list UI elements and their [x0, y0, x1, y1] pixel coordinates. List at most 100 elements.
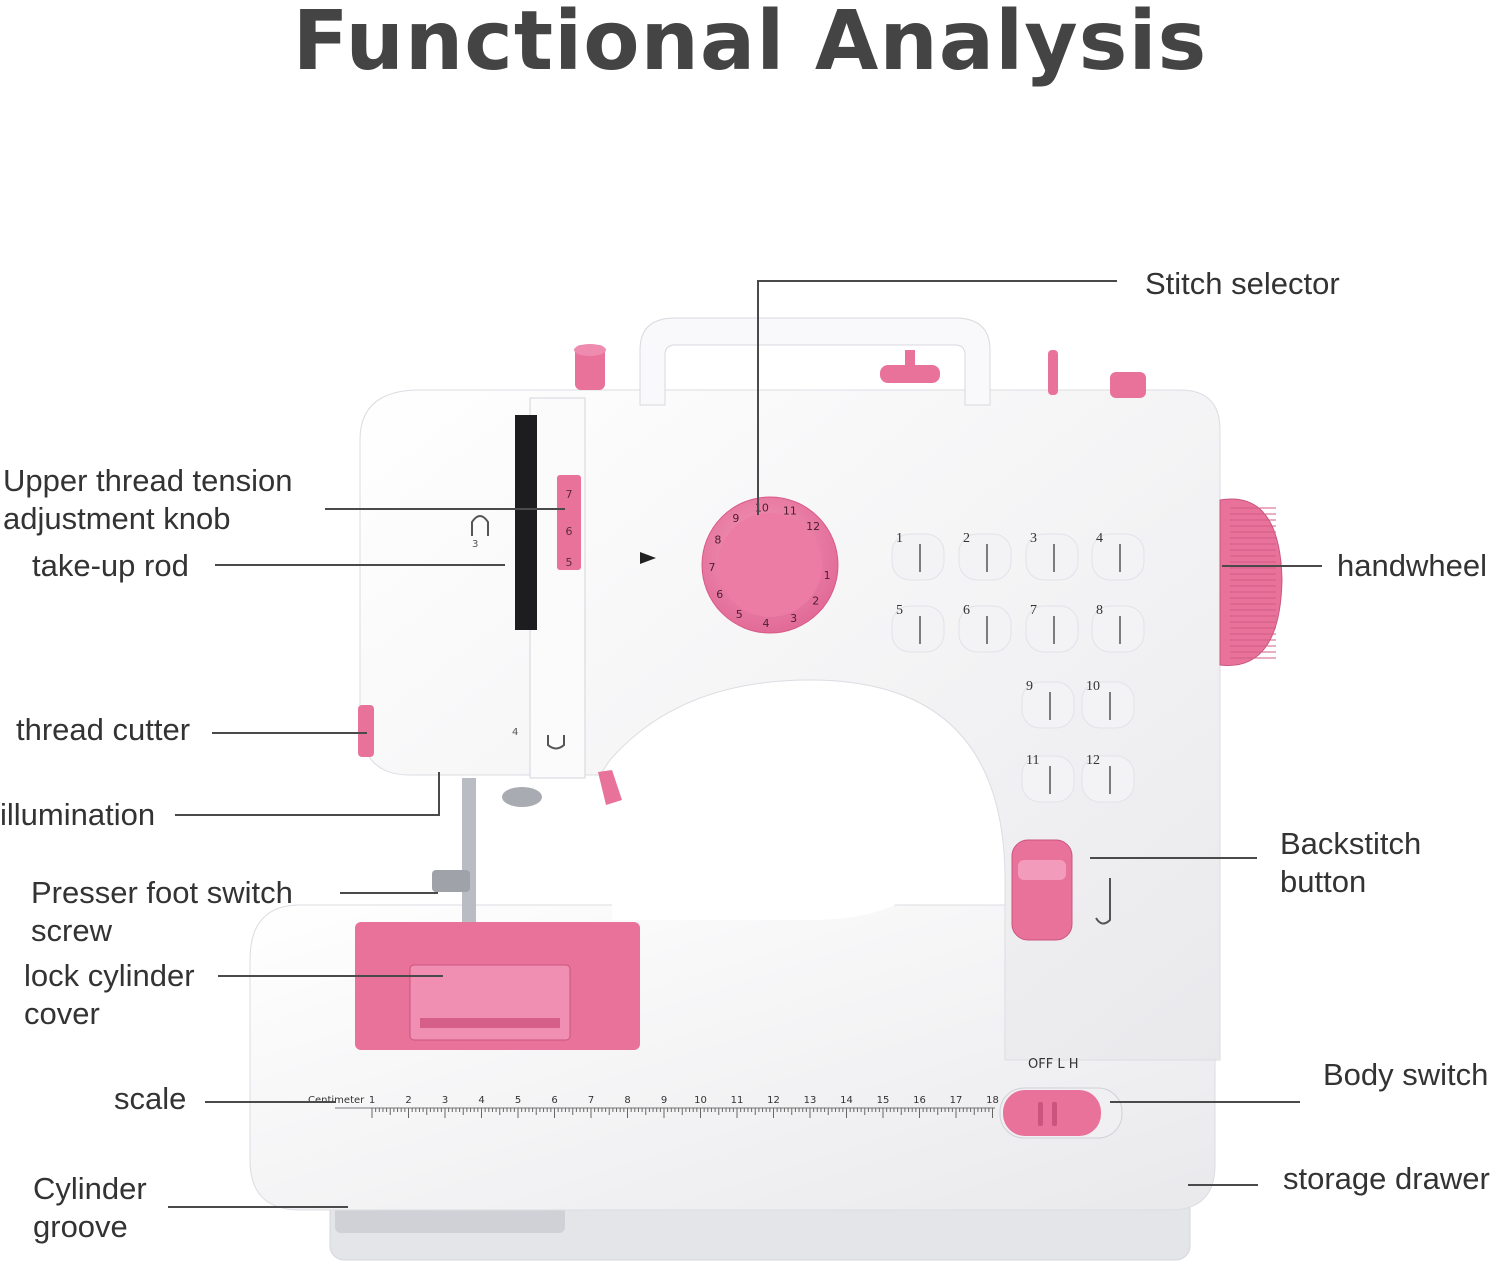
leader-line [215, 564, 505, 566]
stitch-button [958, 533, 1012, 581]
dial-number: 4 [762, 617, 769, 630]
carry-handle [639, 317, 991, 406]
scale-number: 1 [369, 1095, 375, 1106]
leader-line [1110, 1101, 1300, 1103]
scale-number: 3 [442, 1095, 448, 1106]
scale-number: 10 [694, 1095, 707, 1106]
label-tension-knob: Upper thread tension adjustment knob [3, 462, 293, 538]
stitch-button [1025, 605, 1079, 653]
tension-number: 6 [566, 525, 573, 538]
scale-number: 2 [405, 1095, 411, 1106]
scale-number: 14 [840, 1095, 853, 1106]
dial-number: 3 [790, 612, 797, 625]
label-line: cover [24, 996, 100, 1031]
page-title: Functional Analysis [292, 0, 1208, 89]
stitch-number: 8 [1096, 603, 1103, 618]
dial-number: 9 [732, 512, 739, 525]
thread-guide-number: 3 [472, 539, 478, 550]
spool-pin-right [1110, 372, 1146, 398]
stitch-button [958, 605, 1012, 653]
tension-number: 7 [566, 488, 573, 501]
label-illumination: illumination [0, 797, 156, 832]
scale-number: 6 [551, 1095, 557, 1106]
label-line: lock cylinder [24, 958, 195, 993]
leader-line [757, 280, 759, 515]
label-lock-cylinder-cover: lock cylinder cover [24, 957, 195, 1033]
thread-guide-icon [471, 515, 489, 536]
scale-number: 16 [913, 1095, 926, 1106]
label-body-switch: Body switch [1323, 1057, 1489, 1092]
scale-number: 15 [877, 1095, 890, 1106]
leader-line [212, 732, 367, 734]
tension-number: 5 [566, 556, 573, 569]
stitch-number: 6 [963, 603, 970, 618]
stitch-button [1021, 755, 1075, 803]
stitch-number: 1 [896, 531, 903, 546]
scale-number: 9 [661, 1095, 667, 1106]
bobbin-icon [547, 735, 565, 750]
stitch-button [891, 533, 945, 581]
dial-number: 11 [783, 504, 797, 517]
stitch-number: 2 [963, 531, 970, 546]
leader-line [325, 508, 565, 510]
stitch-number: 11 [1026, 753, 1039, 768]
label-line: adjustment knob [3, 501, 231, 536]
scale-number: 11 [731, 1095, 744, 1106]
backstitch-icon [1095, 878, 1111, 925]
dial-number: 6 [716, 588, 723, 601]
label-handwheel: handwheel [1337, 548, 1487, 583]
leader-line [168, 1206, 348, 1208]
label-cylinder-groove: Cylinder groove [33, 1170, 147, 1246]
dial-number: 7 [709, 561, 716, 574]
leader-line [757, 280, 1117, 282]
label-line: screw [31, 913, 112, 948]
label-line: Backstitch [1280, 826, 1422, 861]
arrow-right-icon [640, 552, 656, 564]
label-scale: scale [114, 1081, 187, 1116]
front-panel [529, 397, 586, 779]
thread-cutter [358, 705, 374, 757]
label-line: Presser foot switch [31, 875, 293, 910]
stitch-number: 5 [896, 603, 903, 618]
leader-line [175, 814, 440, 816]
stitch-number: 12 [1086, 753, 1100, 768]
stitch-button [891, 605, 945, 653]
handwheel [1219, 498, 1283, 666]
stitch-number: 7 [1030, 603, 1037, 618]
stitch-button [1091, 605, 1145, 653]
cylinder-groove [335, 1205, 565, 1233]
needle-bar [462, 778, 476, 928]
scale-number: 12 [767, 1095, 780, 1106]
leader-line [1222, 565, 1322, 567]
free-arm-opening [612, 690, 940, 920]
thread-guide-number: 4 [512, 727, 518, 738]
presser-foot-screw [432, 870, 470, 892]
label-thread-cutter: thread cutter [16, 712, 191, 747]
label-take-up-rod: take-up rod [32, 548, 189, 583]
stitch-number: 4 [1096, 531, 1103, 546]
scale-number: 4 [478, 1095, 484, 1106]
switch-positions: OFF L H [1028, 1057, 1078, 1072]
stitch-button [1021, 681, 1075, 729]
scale-number: 13 [804, 1095, 817, 1106]
label-backstitch-button: Backstitch button [1280, 825, 1421, 901]
spool-pin-left [575, 345, 605, 390]
stitch-number: 9 [1026, 679, 1033, 694]
presser-lever [598, 770, 622, 805]
dial-number: 8 [714, 534, 721, 547]
leader-line [205, 1101, 335, 1103]
dial-number: 5 [736, 608, 743, 621]
label-line: Upper thread tension [3, 463, 293, 498]
label-presser-foot-screw: Presser foot switch screw [31, 874, 293, 950]
scale-number: 18 [986, 1095, 999, 1106]
stitch-number: 3 [1030, 531, 1037, 546]
stitch-button [1025, 533, 1079, 581]
dial-number: 1 [824, 569, 831, 582]
stitch-button [1091, 533, 1145, 581]
dial-number: 12 [806, 520, 820, 533]
stitch-button [1081, 681, 1135, 729]
scale-number: 7 [588, 1095, 594, 1106]
